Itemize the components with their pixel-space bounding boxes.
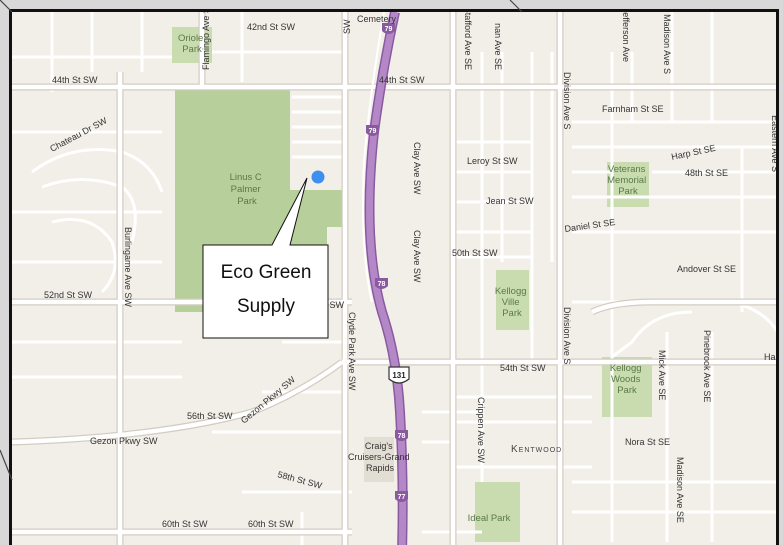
- label-division-ave: Division Ave S: [562, 72, 572, 129]
- shield-79-south[interactable]: 79: [366, 125, 379, 136]
- label-kentwood: Kentwood: [511, 444, 562, 455]
- label-gezon-pkwy-ne: Gezon Pkwy SW: [239, 374, 298, 425]
- label-ideal-park: Ideal Park: [468, 513, 511, 524]
- map-frame[interactable]: 79 79 78 131 78: [9, 9, 779, 545]
- label-clyde-park-ave: Clyde Park Ave SW: [347, 312, 357, 391]
- label-veterans-memorial-park: Veterans Memorial Park: [607, 164, 649, 197]
- label-gezon-pkwy-w: Gezon Pkwy SW: [90, 436, 158, 446]
- label-jean-st: Jean St SW: [486, 196, 534, 206]
- label-stafford-ave: Stafford Ave SE: [463, 12, 473, 70]
- label-56th-st-sw: 56th St SW: [187, 411, 233, 421]
- label-division-ave-south: Division Ave S: [562, 307, 572, 364]
- label-sw-edge: SW: [342, 19, 352, 34]
- label-60th-st-sw-east: 60th St SW: [248, 519, 294, 529]
- label-52nd-st-sw-west: 52nd St SW: [44, 290, 93, 300]
- label-pinebrook-ave: Pinebrook Ave SE: [702, 330, 712, 402]
- shield-131[interactable]: 131: [388, 366, 410, 384]
- shield-79-north[interactable]: 79: [382, 23, 395, 34]
- label-harc: Harc: [764, 352, 779, 362]
- label-60th-st-sw-west: 60th St SW: [162, 519, 208, 529]
- label-chateau-dr: Chateau Dr SW: [48, 115, 109, 154]
- label-eastern-ave: Eastern Ave S: [770, 115, 779, 172]
- label-44th-st-sw-west: 44th St SW: [52, 75, 98, 85]
- label-nora-st: Nora St SE: [625, 437, 670, 447]
- callout-title-line2: Supply: [237, 296, 296, 317]
- park-kellogg-woods[interactable]: [602, 357, 652, 417]
- svg-text:79: 79: [385, 26, 393, 33]
- park-ideal[interactable]: [475, 482, 520, 542]
- shield-78-north[interactable]: 78: [375, 278, 388, 289]
- svg-text:77: 77: [398, 494, 406, 501]
- svg-text:131: 131: [392, 371, 406, 380]
- label-efferson-ave: efferson Ave: [621, 12, 631, 62]
- label-madison-ave-north: Madison Ave S: [662, 14, 672, 74]
- svg-text:78: 78: [378, 281, 386, 288]
- label-farnham-st: Farnham St SE: [602, 104, 664, 114]
- label-54th-st-sw: 54th St SW: [500, 363, 546, 373]
- label-nan-ave: nan Ave SE: [493, 23, 503, 70]
- label-42nd-st-sw: 42nd St SW: [247, 22, 296, 32]
- label-58th-st-sw: 58th St SW: [276, 469, 323, 491]
- label-clay-ave-north: Clay Ave SW: [412, 142, 422, 195]
- svg-text:78: 78: [398, 433, 406, 440]
- park-veterans-memorial[interactable]: [607, 162, 649, 207]
- shield-77[interactable]: 77: [395, 491, 408, 502]
- label-44th-st-sw-east: 44th St SW: [379, 75, 425, 85]
- map-canvas[interactable]: 79 79 78 131 78: [12, 12, 779, 545]
- label-andover-st: Andover St SE: [677, 264, 736, 274]
- svg-text:79: 79: [369, 128, 377, 135]
- label-50th-st-sw: 50th St SW: [452, 248, 498, 258]
- label-clay-ave-south: Clay Ave SW: [412, 230, 422, 283]
- label-kellogg-woods-park: Kellogg Woods Park: [610, 363, 644, 396]
- label-48th-st-se: 48th St SE: [685, 168, 728, 178]
- location-marker[interactable]: [311, 170, 325, 184]
- label-cemetery: Cemetery: [357, 14, 397, 24]
- label-leroy-st: Leroy St SW: [467, 156, 518, 166]
- callout-title-line1: Eco Green: [221, 262, 312, 283]
- label-burlingame-ave: Burlingame Ave SW: [123, 227, 133, 307]
- label-mick-ave: Mick Ave SE: [657, 350, 667, 400]
- shield-78-south[interactable]: 78: [395, 430, 408, 441]
- label-madison-ave-south: Madison Ave SE: [675, 457, 685, 523]
- label-crippen-ave: Crippen Ave SW: [476, 397, 486, 463]
